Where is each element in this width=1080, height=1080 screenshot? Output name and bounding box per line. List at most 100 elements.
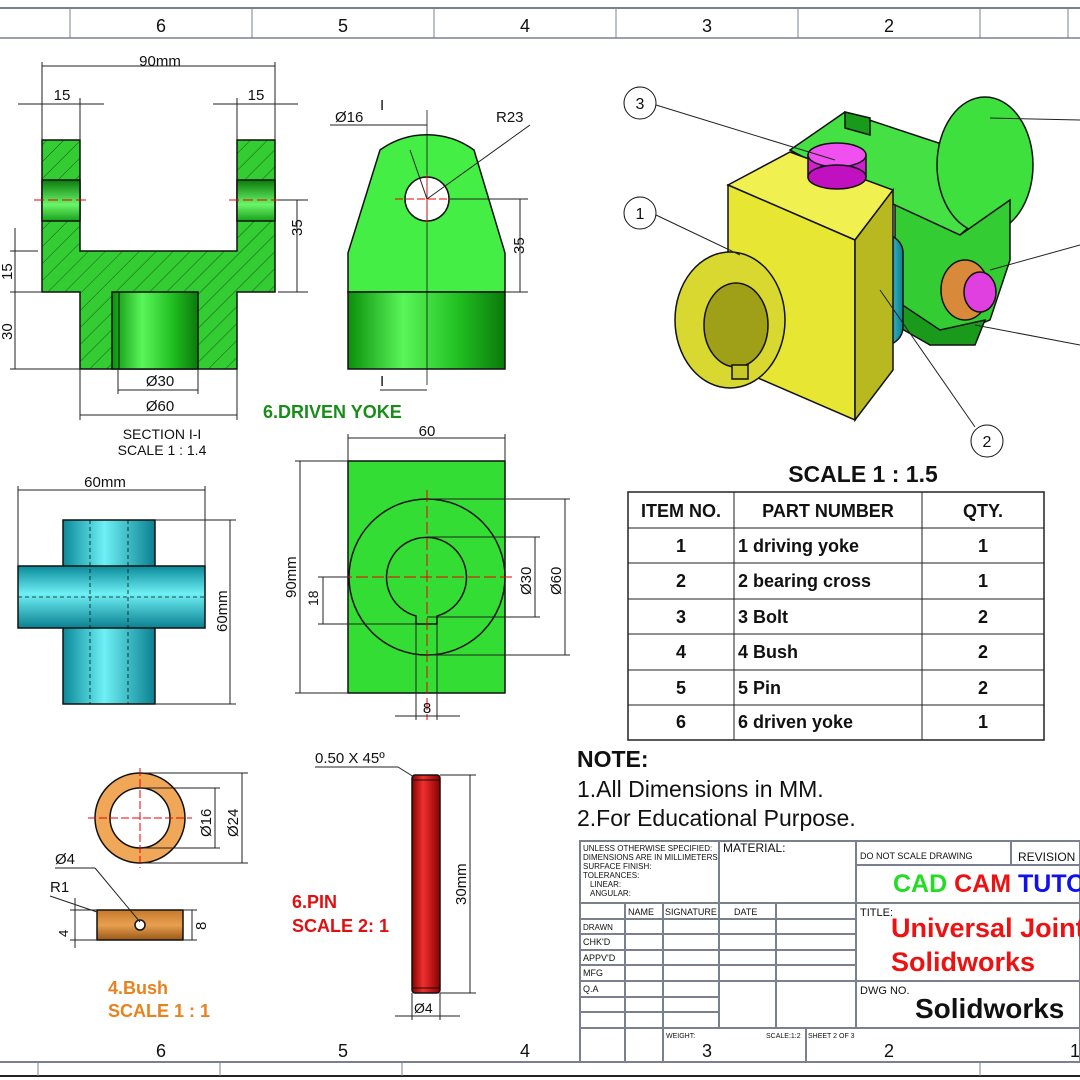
- weight-label: WEIGHT:: [666, 1033, 695, 1040]
- spec-line: ANGULAR:: [590, 889, 631, 898]
- section-mark-top: I: [380, 97, 384, 114]
- dim-width: 60mm: [84, 474, 126, 491]
- bom-qty: 2: [978, 678, 988, 698]
- dim-height: 60mm: [214, 590, 231, 632]
- bom-item: 6: [676, 712, 686, 732]
- dim-bore-dia: Ø30: [146, 373, 174, 390]
- dim-length: 30mm: [453, 863, 470, 905]
- zone-label: 6: [156, 1041, 166, 1061]
- zone-label: 4: [520, 1041, 530, 1061]
- title-block: UNLESS OTHERWISE SPECIFIED: DIMENSIONS A…: [579, 840, 1080, 1063]
- bom-qty: 1: [978, 571, 988, 591]
- dim-inner-dia: Ø16: [198, 809, 215, 837]
- row-label-mfg: MFG: [583, 968, 603, 978]
- brand-logo: CAD CAM TUTO: [893, 870, 1080, 898]
- scale-label: SCALE:1:2: [766, 1033, 801, 1040]
- bom-item: 3: [676, 607, 686, 627]
- spec-line: SURFACE FINISH:: [583, 862, 651, 871]
- bom-item: 2: [676, 571, 686, 591]
- part-label-driven-yoke: 6.DRIVEN YOKE: [263, 402, 402, 422]
- col-header-name: NAME: [628, 907, 654, 917]
- dim-hub-length: 30: [0, 323, 16, 340]
- dim-keyway: 18: [305, 590, 321, 606]
- section-view: 90mm 15 15 35 15 30 Ø30 Ø60 SECTION I-I …: [0, 53, 308, 458]
- notes: NOTE: 1.All Dimensions in MM. 2.For Educ…: [577, 746, 856, 831]
- assembly-scale: SCALE 1 : 1.5: [788, 461, 938, 487]
- material-label: MATERIAL:: [723, 841, 785, 855]
- dim-hole-pos: 4: [56, 930, 71, 937]
- dim-dia: Ø4: [414, 1000, 433, 1016]
- part-scale-pin: SCALE 2: 1: [292, 916, 389, 936]
- dim-hub-dia: Ø60: [548, 567, 565, 595]
- bush-view: Ø16 Ø24 Ø4 R1 4 8 4.Bush SCALE 1 : 1: [49, 768, 248, 1021]
- part-scale-bush: SCALE 1 : 1: [108, 1001, 210, 1021]
- dim-outer-dia: Ø24: [225, 809, 242, 837]
- dim-hole-dia: Ø4: [55, 851, 75, 868]
- dim-radius: R1: [50, 879, 69, 896]
- row-label-checked: CHK'D: [583, 937, 611, 947]
- dim-base-thickness: 15: [0, 263, 16, 280]
- dim-right-arm: 15: [248, 87, 265, 104]
- dim-thickness: 8: [193, 922, 210, 930]
- spec-line: DIMENSIONS ARE IN MILLIMETERS: [583, 853, 718, 862]
- balloon-3: [623, 86, 657, 120]
- zone-label: 4: [520, 16, 530, 36]
- bom-part: 2 bearing cross: [738, 571, 871, 591]
- row-label-drawn: DRAWN: [583, 923, 613, 932]
- driving-yoke-3d: [674, 151, 895, 423]
- row-label-approved: APPV'D: [583, 953, 616, 963]
- bom-item: 1: [676, 536, 686, 556]
- spec-line: TOLERANCES:: [583, 871, 639, 880]
- spec-line: UNLESS OTHERWISE SPECIFIED:: [583, 844, 712, 853]
- section-mark-bottom: I: [380, 373, 384, 390]
- bom-qty: 2: [978, 607, 988, 627]
- dim-chamfer: 0.50 X 45º: [315, 750, 385, 767]
- drawing-title: Universal Joint: [891, 913, 1080, 943]
- balloon-number: 3: [636, 96, 645, 113]
- bom-part: 5 Pin: [738, 678, 781, 698]
- bom-part: 6 driven yoke: [738, 712, 853, 732]
- assembly-isometric: 3 1 2 SCALE 1 : 1.5: [623, 86, 1080, 487]
- zone-label: 5: [338, 1041, 348, 1061]
- driven-yoke-side-view: Ø16 I R23 35 I 6.DRIVEN YOKE: [263, 97, 531, 422]
- sheet-label: SHEET 2 OF 3: [808, 1033, 855, 1040]
- sheet-border: [0, 7, 1080, 1077]
- dim-hole-height: 35: [511, 237, 528, 254]
- bom-item: 4: [676, 642, 686, 662]
- pin-view: 0.50 X 45º 30mm Ø4 6.PIN SCALE 2: 1: [292, 750, 476, 1020]
- bom-row: 6 6 driven yoke 1: [676, 712, 988, 732]
- note-item: 1.All Dimensions in MM.: [577, 776, 824, 802]
- zone-label: 6: [156, 16, 166, 36]
- dim-height: 90mm: [283, 556, 300, 598]
- pin-3d: [963, 271, 997, 313]
- driven-yoke-top-view: 60 90mm 18 Ø30 Ø60 8: [283, 423, 570, 720]
- zone-label: 1: [1070, 1041, 1080, 1061]
- balloon-1: [623, 196, 657, 230]
- dim-width: 60: [419, 423, 436, 440]
- zone-labels-top: 6 5 4 3 2: [156, 16, 894, 36]
- dim-key-width: 8: [423, 700, 431, 717]
- dim-radius: R23: [496, 109, 524, 126]
- zone-label: 5: [338, 16, 348, 36]
- zone-label: 3: [702, 1041, 712, 1061]
- bom-row: 2 2 bearing cross 1: [676, 571, 988, 591]
- zone-label: 2: [884, 16, 894, 36]
- zone-label: 3: [702, 16, 712, 36]
- bom-header-item: ITEM NO.: [641, 501, 721, 521]
- dwg-no: Solidworks: [915, 993, 1064, 1024]
- dim-hole-dia: Ø16: [335, 109, 363, 126]
- balloon-number: 1: [636, 206, 645, 223]
- dim-bore-dia: Ø30: [518, 567, 535, 595]
- balloon-2: [970, 424, 1004, 458]
- note-item: 2.For Educational Purpose.: [577, 805, 856, 831]
- bearing-cross-view: 60mm 60mm: [17, 474, 236, 705]
- part-label-bush: 4.Bush: [108, 978, 168, 998]
- bom-qty: 1: [978, 712, 988, 732]
- bom-qty: 2: [978, 642, 988, 662]
- dim-hole-height: 35: [289, 219, 306, 236]
